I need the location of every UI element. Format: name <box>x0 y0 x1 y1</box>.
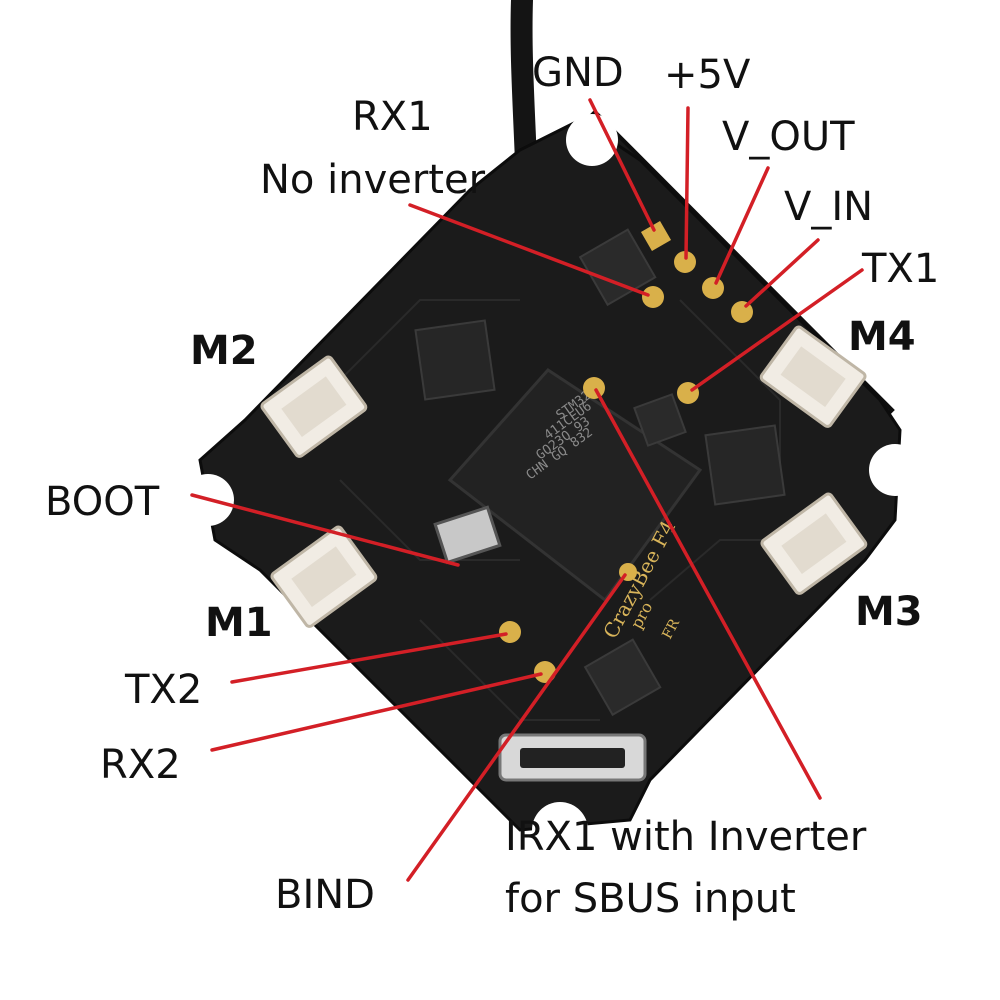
pad-irx1 <box>583 377 605 399</box>
label-rx1-note: No inverter <box>260 157 486 203</box>
label-tx1: TX1 <box>861 246 939 292</box>
label-gnd: GND <box>532 50 624 96</box>
leader-tx2 <box>230 632 508 684</box>
pad-vout <box>702 277 724 299</box>
label-m1: M1 <box>205 600 273 646</box>
leader-tx1 <box>690 268 864 392</box>
ic-top <box>578 228 657 307</box>
connector-m3 <box>760 492 868 595</box>
label-rx1: RX1 <box>352 94 433 140</box>
connector-m4 <box>759 325 867 428</box>
label-irx1: IRX1 with Inverter <box>505 814 867 860</box>
label-m2: M2 <box>190 328 258 374</box>
label-bind: BIND <box>275 872 375 918</box>
pad-gnd <box>640 220 672 252</box>
solder-pads <box>499 220 753 683</box>
ic-bottom <box>583 638 662 717</box>
ic-right <box>704 424 786 506</box>
mcu-chip: STM32F 411CEU6 GQ23Q 93 CHN GQ 832 <box>447 368 703 603</box>
label-m3: M3 <box>855 589 923 635</box>
label-irx1-note: for SBUS input <box>505 876 796 922</box>
label-rx2: RX2 <box>100 742 181 788</box>
leader-rx2 <box>210 672 543 752</box>
label-vout: V_OUT <box>722 114 855 160</box>
ic-mid <box>633 393 687 447</box>
boot-button <box>433 505 502 565</box>
label-5v: +5V <box>664 52 751 98</box>
pad-5v <box>674 251 696 273</box>
leader-5v <box>684 106 690 260</box>
leader-irx1 <box>594 388 822 800</box>
leader-vin <box>744 238 820 308</box>
leader-boot <box>190 493 460 567</box>
pad-rx1 <box>642 286 664 308</box>
label-boot: BOOT <box>45 479 160 525</box>
label-tx2: TX2 <box>124 667 202 713</box>
label-m4: M4 <box>848 314 916 360</box>
pad-rx2 <box>534 661 556 683</box>
pad-tx2 <box>499 621 521 643</box>
leader-gnd <box>588 98 656 232</box>
connector-m2 <box>260 355 368 458</box>
leader-lines <box>190 98 864 882</box>
connector-m1 <box>270 525 378 628</box>
label-vin: V_IN <box>784 184 873 230</box>
leader-bind <box>406 573 627 882</box>
ic-left <box>414 319 496 401</box>
leader-rx1 <box>408 203 650 297</box>
usb-port <box>498 733 647 782</box>
leader-vout <box>714 166 770 285</box>
